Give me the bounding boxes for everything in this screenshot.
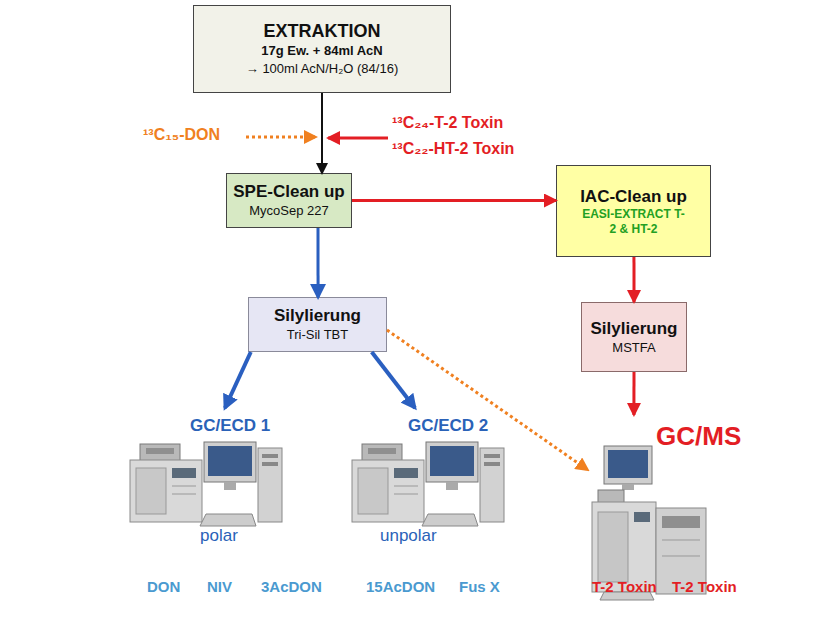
isotope-standard: ¹³C₂₄-T-2 Toxin xyxy=(392,114,503,132)
gc-ms-instrument xyxy=(592,446,706,600)
instrument-node: GC/MS xyxy=(588,415,748,605)
process-box: SilylierungTri-Sil TBT xyxy=(248,297,387,352)
isotope-standard: ¹³C₁₅-DON xyxy=(143,126,220,144)
node-text: polar xyxy=(200,526,238,546)
flow-arrow xyxy=(387,330,588,470)
flow-arrow xyxy=(316,228,319,297)
isotope-feed-arrow xyxy=(246,136,316,139)
flow-arrow xyxy=(352,199,556,202)
node-title: SPE-Clean up xyxy=(233,181,344,202)
node-title: Silylierung xyxy=(274,305,361,326)
analyte-name: 3AcDON xyxy=(261,578,322,595)
node-text: → 100ml AcN/H₂O (84/16) xyxy=(246,60,398,78)
node-text: EASI-EXTRACT T-2 & HT-2 xyxy=(581,207,686,237)
flow-arrow xyxy=(632,257,635,302)
process-box: EXTRAKTION17g Ew. + 84ml AcN→ 100ml AcN/… xyxy=(193,5,451,93)
flow-arrow xyxy=(372,352,415,408)
node-title: IAC-Clean up xyxy=(580,186,687,207)
analyte-name: Fus X xyxy=(459,578,500,595)
node-text: 17g Ew. + 84ml AcN xyxy=(261,42,383,60)
flow-arrow xyxy=(321,93,323,173)
flow-arrow xyxy=(632,372,635,415)
analyte-name: T-2 Toxin xyxy=(672,578,737,595)
process-box: SPE-Clean upMycoSep 227 xyxy=(226,173,352,228)
instrument-node: GC/ECD 2 unpolar xyxy=(350,408,510,553)
isotope-standard: ¹³C₂₂-HT-2 Toxin xyxy=(392,140,514,158)
isotope-feed-arrow xyxy=(328,137,388,140)
node-title: GC/ECD 2 xyxy=(408,416,488,436)
node-text: MycoSep 227 xyxy=(249,202,329,220)
node-text: Tri-Sil TBT xyxy=(287,326,348,344)
node-title: GC/MS xyxy=(656,421,741,452)
node-text: MSTFA xyxy=(612,339,655,357)
gc-ecd-instrument xyxy=(352,442,504,526)
analyte-name: T-2 Toxin xyxy=(592,578,657,595)
node-title: EXTRAKTION xyxy=(264,20,381,42)
process-box: SilylierungMSTFA xyxy=(581,302,687,372)
analyte-name: DON xyxy=(147,578,180,595)
flow-arrow xyxy=(225,352,251,408)
instrument-node: GC/ECD 1 polar xyxy=(128,408,288,553)
analyte-name: NIV xyxy=(207,578,232,595)
analyte-name: 15AcDON xyxy=(366,578,435,595)
node-title: Silylierung xyxy=(591,318,678,339)
node-title: GC/ECD 1 xyxy=(190,416,270,436)
process-box: IAC-Clean upEASI-EXTRACT T-2 & HT-2 xyxy=(556,165,711,257)
node-text: unpolar xyxy=(380,526,437,546)
gc-ecd-instrument xyxy=(130,442,282,526)
